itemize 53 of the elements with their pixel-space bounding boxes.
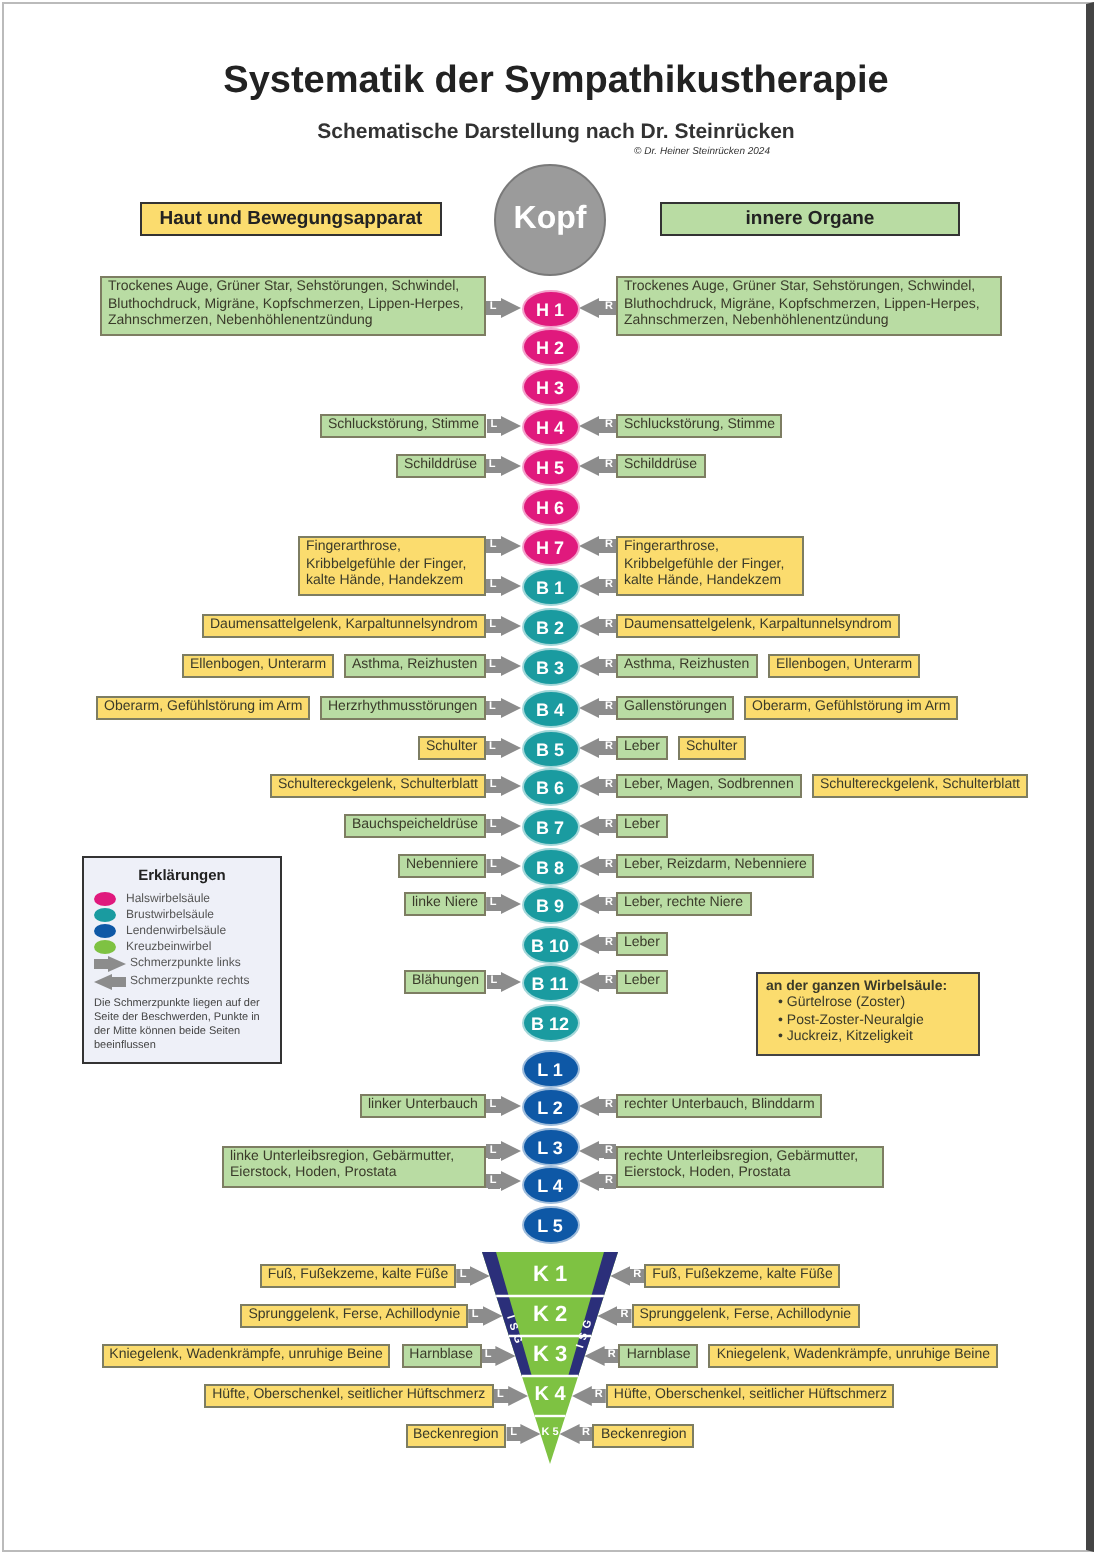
vertebra-ellipse: B 1 (521, 567, 579, 605)
arrow (579, 1171, 616, 1191)
vertebra-ellipse: B 7 (521, 807, 579, 845)
arrow (486, 856, 521, 876)
arrow (486, 776, 521, 796)
legend-box (82, 856, 282, 1064)
vertebra-ellipse: H 2 (521, 327, 579, 365)
arrow (456, 1266, 490, 1286)
arrow (486, 894, 521, 914)
arrow (486, 416, 521, 436)
arrow (486, 816, 521, 836)
vertebra-ellipse: L 3 (521, 1127, 579, 1165)
vertebra-ellipse: B 11 (521, 963, 579, 1001)
subtitle: Schematische Darstellung nach Dr. Steinrücken (315, 120, 797, 144)
vertebra-label: K 3 (532, 1345, 568, 1367)
vertebra-ellipse: H 7 (521, 527, 579, 565)
arrow (597, 1306, 632, 1326)
vertebra-ellipse: B 6 (521, 767, 579, 805)
arrow (486, 972, 521, 992)
arrow (506, 1424, 541, 1444)
head-circle: Kopf (494, 164, 606, 276)
arrow (486, 298, 521, 318)
arrow (486, 536, 521, 556)
vertebra-ellipse: H 6 (521, 487, 579, 525)
arrow (571, 1386, 606, 1406)
arrow (486, 1171, 521, 1191)
vertebra-label: K 2 (532, 1305, 568, 1327)
vertebra-ellipse: B 8 (521, 847, 579, 885)
arrow (579, 1141, 616, 1161)
vertebra-ellipse: H 3 (521, 367, 579, 405)
vertebra-ellipse: H 5 (521, 447, 579, 485)
arrow (486, 1141, 521, 1161)
vertebra-ellipse: B 10 (521, 925, 579, 963)
arrow (486, 576, 521, 596)
vertebra-ellipse: H 4 (521, 407, 579, 445)
vertebra-label: K 4 (534, 1386, 566, 1406)
category-header-box: Haut und Bewegungsapparat (140, 202, 442, 236)
vertebra-ellipse: L 5 (521, 1205, 579, 1243)
vertebra-ellipse: L 4 (521, 1165, 579, 1203)
category-header-box: innere Organe (660, 202, 960, 236)
vertebra-label: K 1 (532, 1265, 568, 1287)
title: Systematik der Sympathikustherapie (221, 60, 891, 104)
note-box (756, 972, 980, 1055)
vertebra-ellipse: H 1 (521, 289, 579, 327)
vertebra-ellipse: B 5 (521, 729, 579, 767)
arrow (468, 1306, 503, 1326)
vertebra-ellipse: B 3 (521, 647, 579, 685)
vertebra-ellipse: B 12 (521, 1003, 579, 1041)
vertebra-ellipse: L 2 (521, 1087, 579, 1125)
vertebra-ellipse: B 4 (521, 689, 579, 727)
vertebra-ellipse: B 9 (521, 885, 579, 923)
vertebra-ellipse: B 2 (521, 607, 579, 645)
vertebra-ellipse: L 1 (521, 1049, 579, 1087)
